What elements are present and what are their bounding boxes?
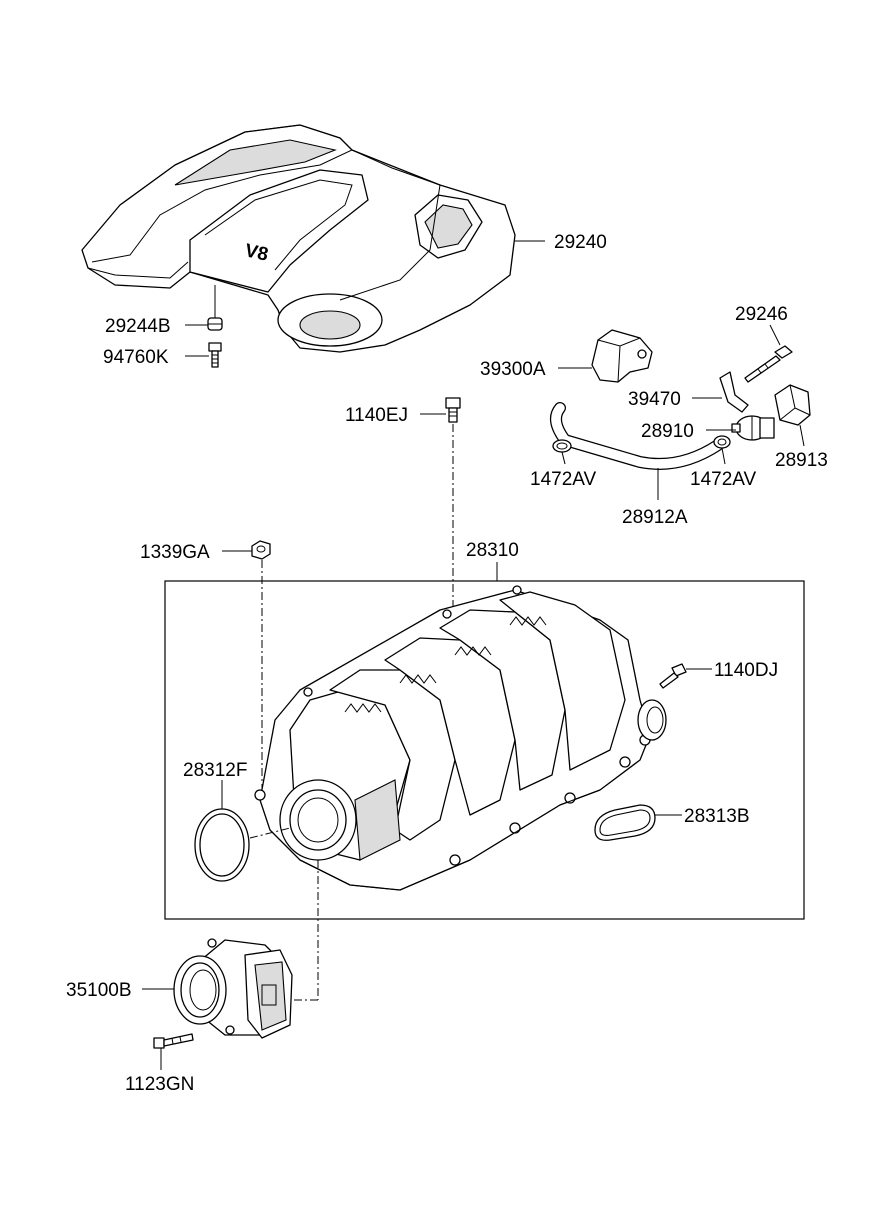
label-1472av-right: 1472AV bbox=[690, 469, 757, 490]
label-28913: 28913 bbox=[775, 450, 828, 471]
label-39300a: 39300A bbox=[480, 359, 546, 380]
connector-28913 bbox=[774, 384, 811, 426]
v8-badge-text: V8 bbox=[243, 240, 270, 265]
label-1123gn: 1123GN bbox=[125, 1074, 194, 1095]
label-29240: 29240 bbox=[554, 232, 607, 253]
label-1140ej: 1140EJ bbox=[345, 405, 408, 426]
label-28912a: 28912A bbox=[622, 507, 688, 528]
throttle-port bbox=[279, 779, 357, 861]
engine-cover: V8 bbox=[81, 124, 516, 353]
v8-badge: V8 bbox=[243, 240, 270, 265]
label-28313b: 28313B bbox=[684, 806, 750, 827]
bracket-39470 bbox=[719, 371, 749, 413]
label-1140dj: 1140DJ bbox=[714, 660, 778, 681]
bolt-1140dj bbox=[659, 663, 687, 689]
intake-manifold-28310 bbox=[254, 585, 667, 891]
manifold-assembly-frame bbox=[164, 580, 805, 920]
label-35100b: 35100B bbox=[66, 980, 132, 1001]
label-39470: 39470 bbox=[628, 389, 681, 410]
label-28310: 28310 bbox=[466, 540, 519, 561]
label-1472av-left: 1472AV bbox=[530, 469, 597, 490]
valve-28910 bbox=[731, 415, 775, 441]
clamp-right bbox=[713, 435, 731, 449]
hose-28912a bbox=[550, 402, 724, 470]
label-28312f: 28312F bbox=[183, 760, 247, 781]
label-28910: 28910 bbox=[641, 421, 694, 442]
side-port bbox=[637, 699, 667, 741]
sensor-39300a bbox=[591, 329, 653, 383]
bolt-1123gn bbox=[153, 1033, 194, 1049]
throttle-body-35100b bbox=[173, 938, 293, 1039]
clamp-left bbox=[552, 439, 572, 453]
grommet-29244b bbox=[207, 317, 223, 331]
bolt-29246 bbox=[744, 345, 793, 383]
runner-teeth bbox=[344, 616, 547, 713]
bolt-94760k bbox=[208, 342, 222, 368]
nut-1339ga bbox=[251, 540, 271, 560]
label-29246: 29246 bbox=[735, 304, 788, 325]
label-1339ga: 1339GA bbox=[140, 542, 210, 563]
bolt-1140ej bbox=[445, 397, 461, 423]
label-29244b: 29244B bbox=[105, 316, 171, 337]
label-94760k: 94760K bbox=[103, 347, 169, 368]
gasket-28313b bbox=[594, 804, 656, 841]
gasket-28312f bbox=[194, 808, 250, 882]
